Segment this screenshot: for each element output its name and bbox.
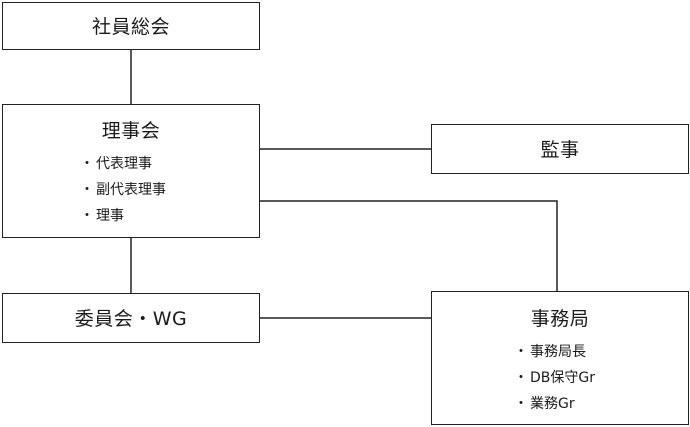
node-auditor: 監事 [431,124,689,174]
list-item: 副代表理事 [80,177,166,203]
node-auditor-title: 監事 [540,139,580,161]
node-committee-title: 委員会・WG [74,308,188,330]
node-board: 理事会 代表理事 副代表理事 理事 [2,104,260,238]
node-board-members: 代表理事 副代表理事 理事 [80,151,166,229]
node-secretariat-members: 事務局長 DB保守Gr 業務Gr [514,339,595,417]
edge-board-to-secretariat [260,200,558,291]
list-item: DB保守Gr [514,365,595,391]
node-board-title: 理事会 [101,120,161,142]
node-secretariat: 事務局 事務局長 DB保守Gr 業務Gr [431,291,689,425]
node-committee: 委員会・WG [2,293,260,343]
node-secretariat-title: 事務局 [530,308,590,330]
list-item: 代表理事 [80,151,166,177]
list-item: 事務局長 [514,339,595,365]
list-item: 理事 [80,203,166,229]
list-item: 業務Gr [514,391,595,417]
node-general-assembly-title: 社員総会 [91,16,170,38]
node-general-assembly: 社員総会 [2,2,260,50]
